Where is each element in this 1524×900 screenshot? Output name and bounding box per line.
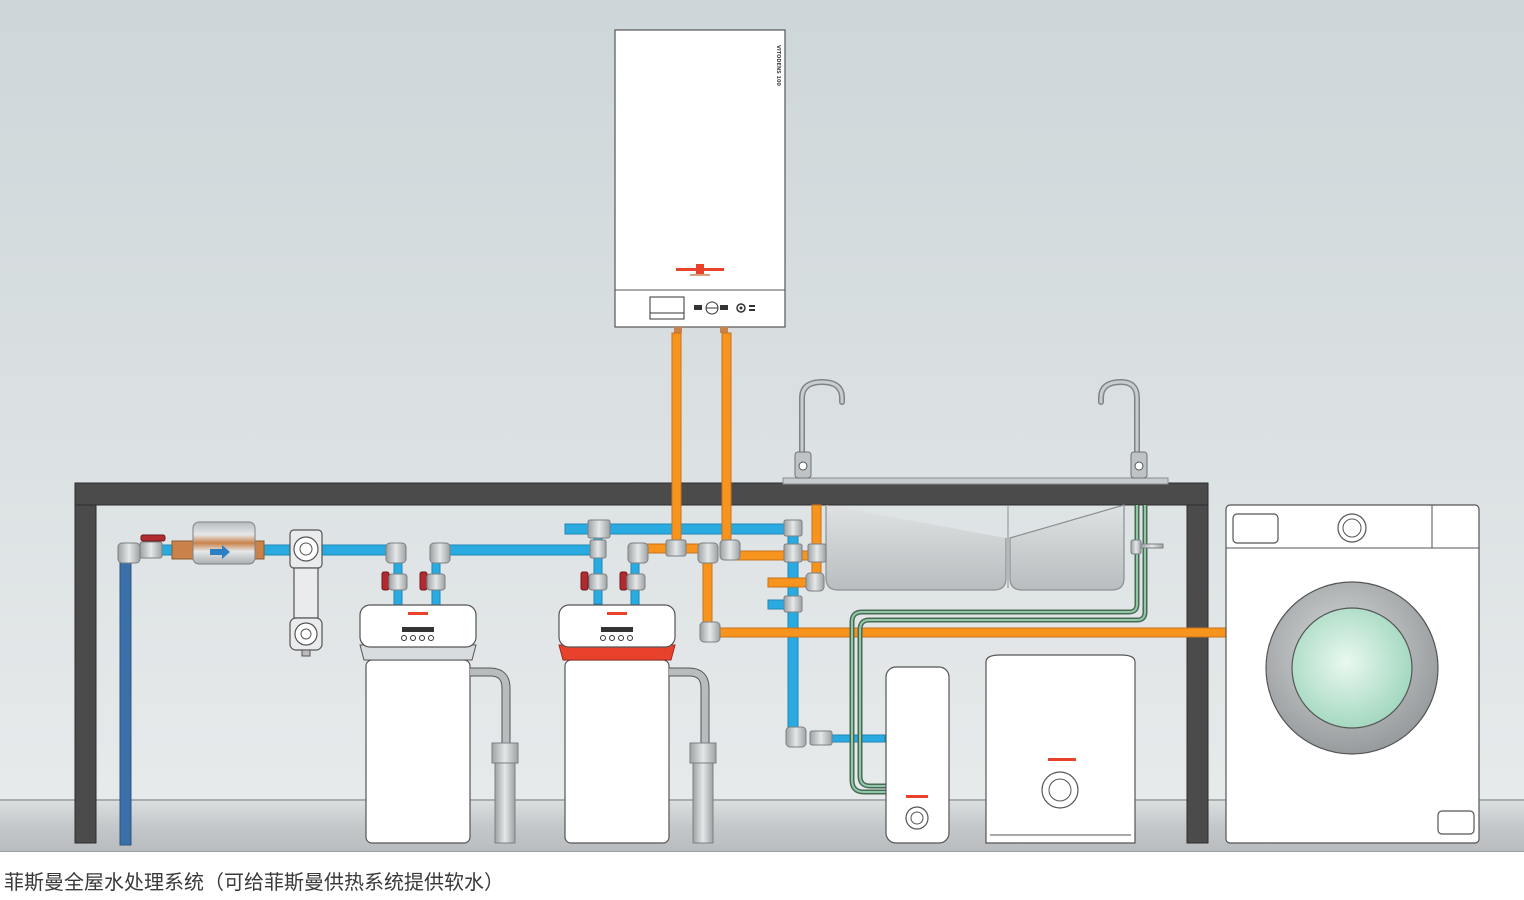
double-sink <box>782 477 1169 591</box>
large-water-purifier <box>985 654 1136 844</box>
faucet-icon[interactable] <box>794 378 845 479</box>
faucet-icon[interactable] <box>1098 378 1148 479</box>
washing-machine <box>1225 504 1480 844</box>
pipe-fittings <box>117 519 1164 748</box>
small-water-purifier <box>885 666 950 844</box>
boiler-model-label: VITODENS 100 <box>775 45 781 86</box>
counter-frame <box>74 482 1209 844</box>
valve-bodies <box>388 573 646 591</box>
water-softener-2 <box>558 604 717 844</box>
brand-logo-icon <box>676 264 724 276</box>
water-meter <box>171 521 265 565</box>
wall-boiler: VITODENS 100 <box>614 29 786 333</box>
valve-handle-icon[interactable] <box>140 534 628 591</box>
pre-filter <box>289 529 323 657</box>
boiler-control-panel <box>649 296 755 320</box>
washing-machine-hoses <box>849 505 1148 795</box>
water-treatment-diagram: VITODENS 100 <box>0 0 1524 852</box>
main-supply-pipe <box>119 557 132 846</box>
diagram-caption: 菲斯曼全屋水处理系统（可给菲斯曼供热系统提供软水） <box>4 870 504 894</box>
water-softener-1 <box>359 604 519 844</box>
washing-drum <box>1291 607 1413 729</box>
water-meter-arrow-icon <box>210 545 230 559</box>
